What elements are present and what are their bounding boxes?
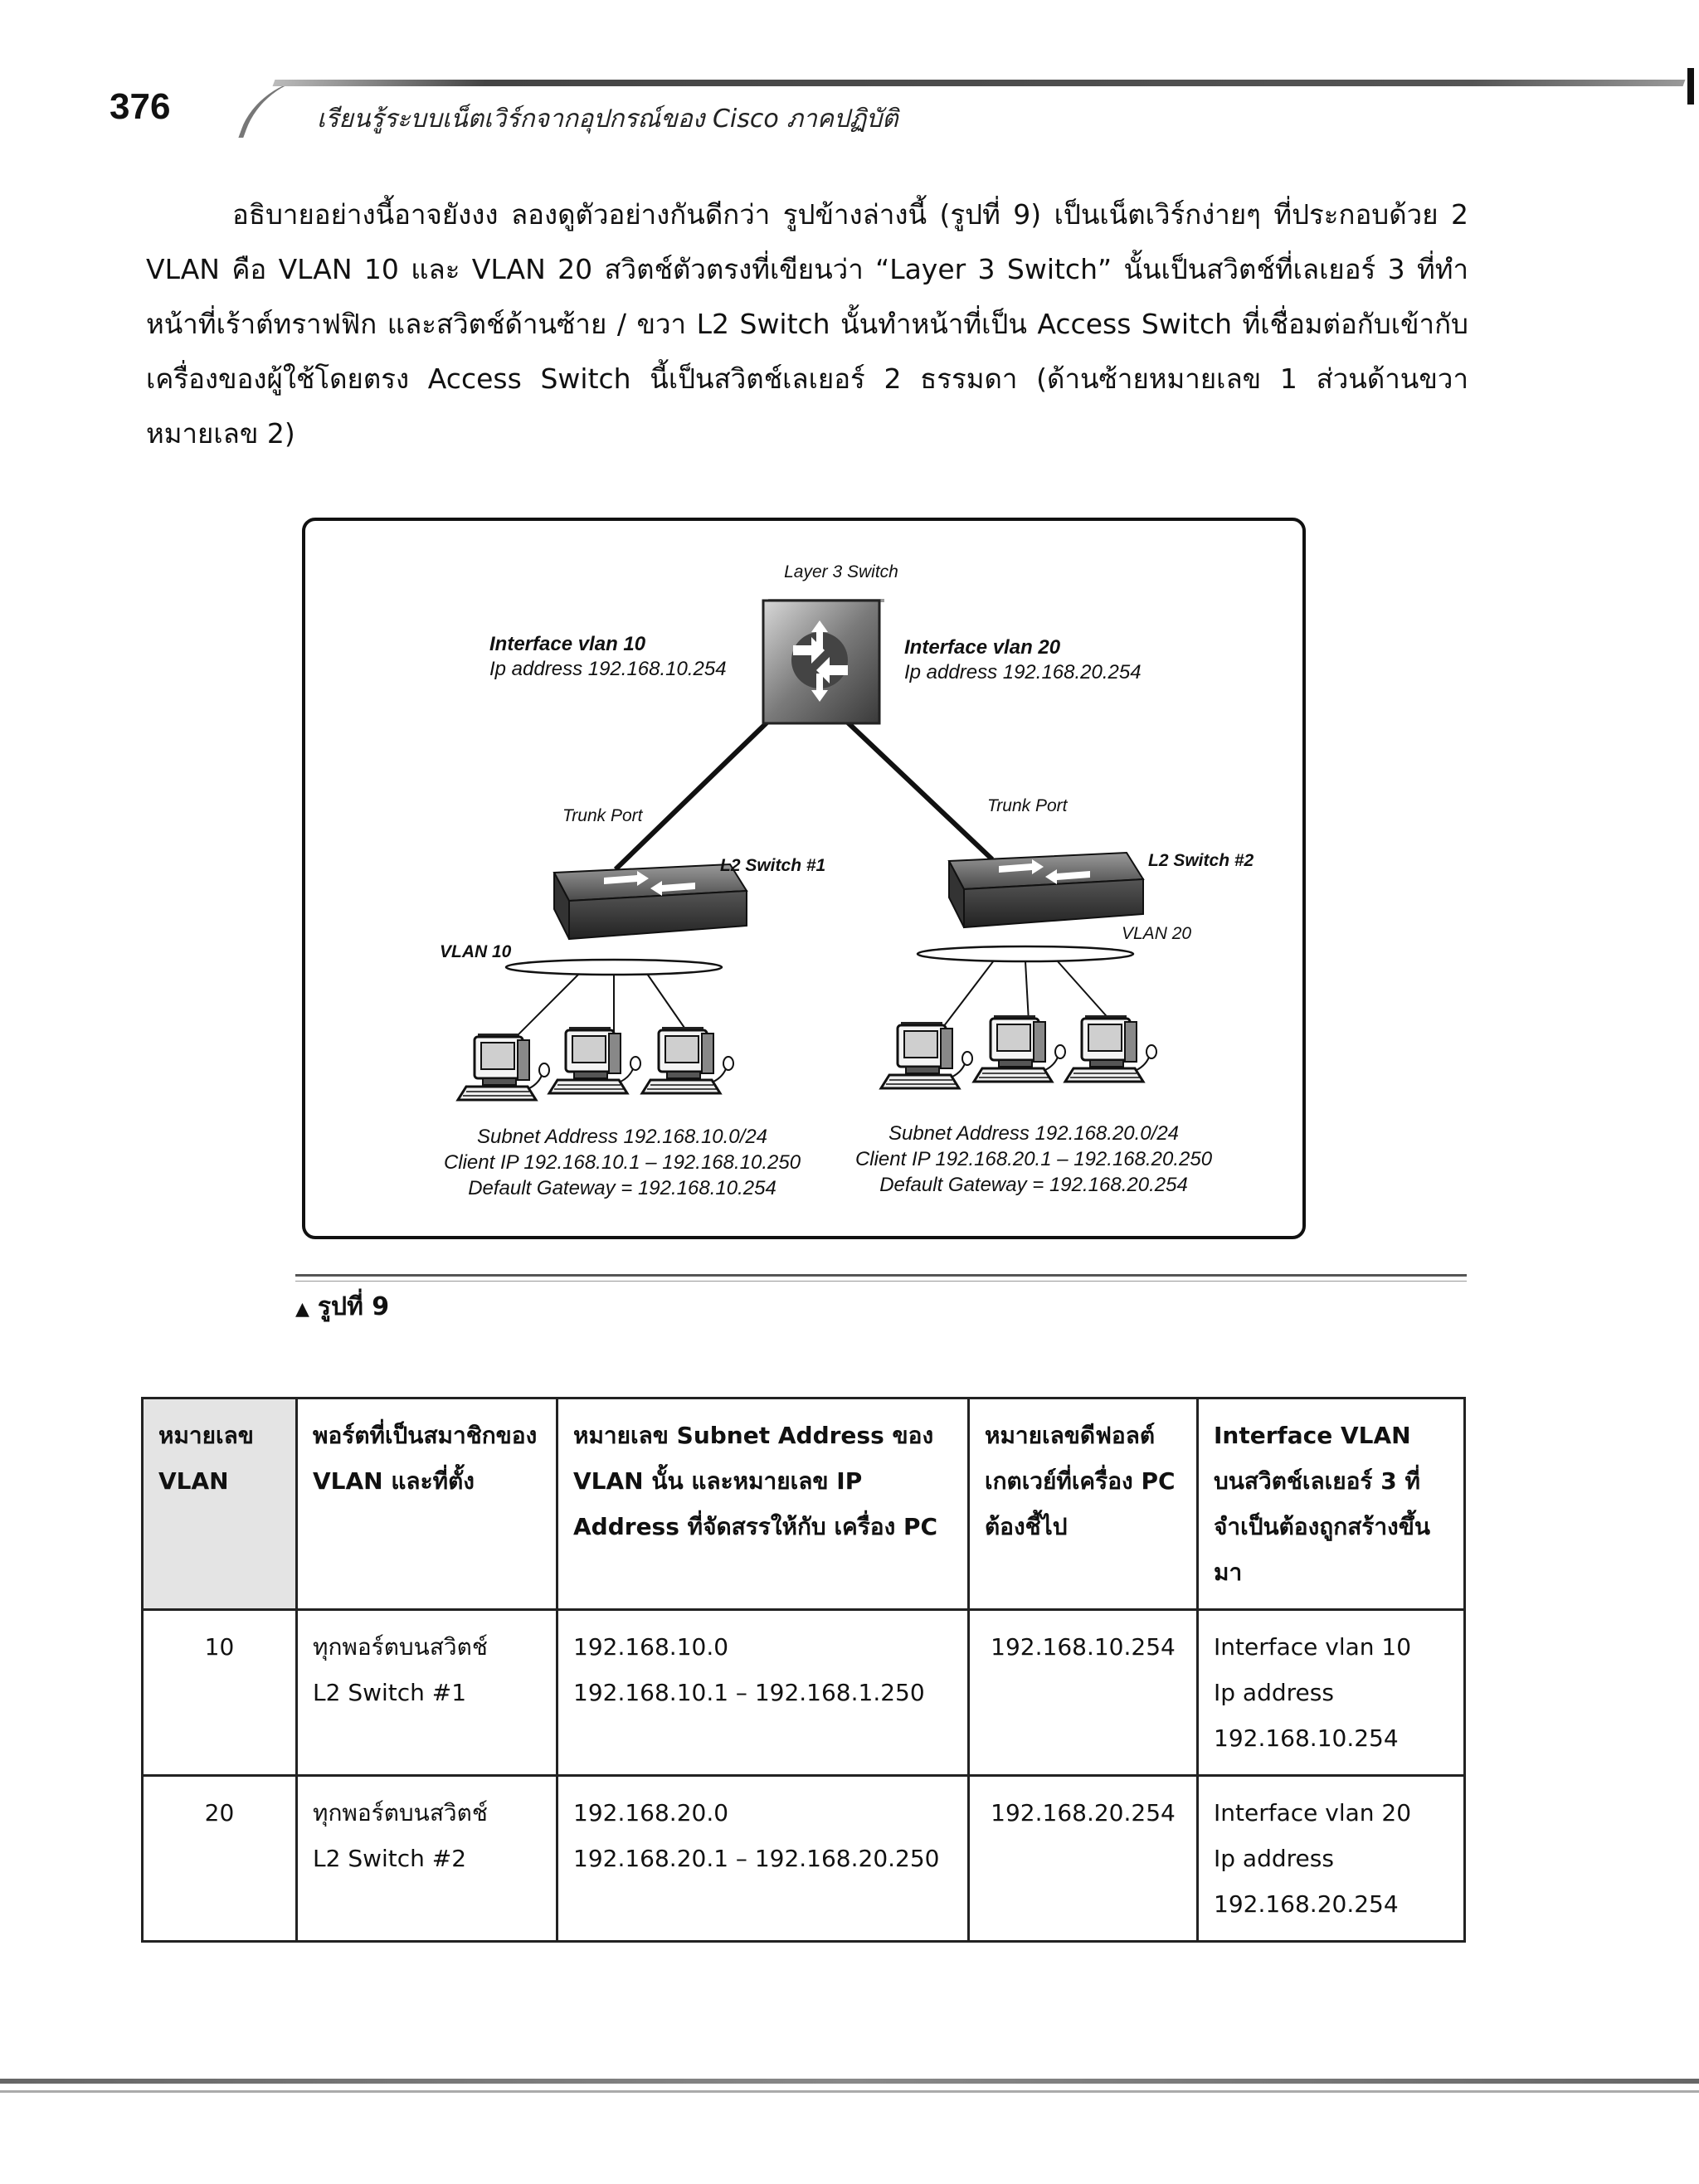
right-trunk-link [832, 708, 995, 862]
cell-line: Ip address [1214, 1845, 1334, 1872]
cell-line: ทุกพอร์ตบนสวิตช์ [313, 1799, 488, 1826]
right-vlan-label: VLAN 20 [1122, 924, 1191, 943]
cell-line: 192.168.10.1 – 192.168.1.250 [573, 1679, 925, 1706]
l2-switch-1-icon [553, 863, 748, 941]
left-default-gateway: Default Gateway = 192.168.10.254 [468, 1177, 776, 1199]
cell-line: Ip address [1214, 1679, 1334, 1706]
left-trunk-link [613, 708, 782, 872]
table-header-row: หมายเลข VLAN พอร์ตที่เป็นสมาชิกของ VLAN … [141, 1397, 1466, 1611]
cell-interface: Interface vlan 10 Ip address 192.168.10.… [1196, 1608, 1466, 1777]
pc-icon [1064, 1014, 1158, 1083]
cell-line: ทุกพอร์ตบนสวิตช์ [313, 1633, 488, 1661]
figure-caption: ▲ รูปที่ 9 [295, 1287, 389, 1326]
figure-caption-text: รูปที่ 9 [317, 1292, 390, 1321]
header-swoosh-decoration [238, 80, 314, 138]
body-paragraph: อธิบายอย่างนี้อาจยังงง ลองดูตัวอย่างกันด… [146, 198, 1468, 450]
cell-subnet: 192.168.10.0 192.168.10.1 – 192.168.1.25… [556, 1608, 970, 1777]
vlan-10-segment [504, 958, 723, 976]
col-header-subnet: หมายเลข Subnet Address ของ VLAN นั้น และ… [556, 1397, 970, 1611]
left-client-ip: Client IP 192.168.10.1 – 192.168.10.250 [444, 1151, 801, 1174]
cell-interface: Interface vlan 20 Ip address 192.168.20.… [1196, 1774, 1466, 1943]
pc-icon [548, 1025, 642, 1095]
page-edge-mark [1687, 68, 1694, 105]
l2-switch-1-label: L2 Switch #1 [720, 856, 825, 875]
right-interface-name: Interface vlan 20 [904, 636, 1061, 659]
pc-icon [972, 1014, 1067, 1083]
right-trunk-label: Trunk Port [987, 796, 1069, 815]
triangle-icon: ▲ [295, 1299, 309, 1320]
left-trunk-label: Trunk Port [562, 806, 644, 825]
vlan-table: หมายเลข VLAN พอร์ตที่เป็นสมาชิกของ VLAN … [141, 1397, 1466, 1943]
table-row: 10 ทุกพอร์ตบนสวิตช์ L2 Switch #1 192.168… [141, 1608, 1466, 1777]
l2-switch-2-icon [947, 851, 1145, 929]
cell-gateway: 192.168.20.254 [967, 1774, 1199, 1943]
cell-gateway: 192.168.10.254 [967, 1608, 1199, 1777]
l2-switch-2-label: L2 Switch #2 [1148, 851, 1254, 870]
network-diagram-figure: Layer 3 Switch Interface vlan 10 Ip addr… [302, 518, 1306, 1239]
caption-rule [295, 1274, 1467, 1277]
table-row: 20 ทุกพอร์ตบนสวิตช์ L2 Switch #2 192.168… [141, 1774, 1466, 1943]
cell-line: Interface vlan 10 [1214, 1633, 1412, 1661]
col-header-vlan: หมายเลข VLAN [141, 1397, 298, 1611]
pc-icon [456, 1032, 551, 1102]
layer3-switch-label: Layer 3 Switch [784, 562, 898, 581]
cell-line: 192.168.10.0 [573, 1633, 729, 1661]
footer-rule [0, 2079, 1699, 2084]
pc-icon [879, 1020, 974, 1090]
left-interface-ip: Ip address 192.168.10.254 [489, 658, 727, 680]
header-rule [272, 80, 1686, 86]
right-subnet-address: Subnet Address 192.168.20.0/24 [888, 1122, 1179, 1145]
cell-ports: ทุกพอร์ตบนสวิตช์ L2 Switch #2 [295, 1774, 558, 1943]
cell-subnet: 192.168.20.0 192.168.20.1 – 192.168.20.2… [556, 1774, 970, 1943]
running-title: เรียนรู้ระบบเน็ตเวิร์กจากอุปกรณ์ของ Cisc… [317, 105, 898, 134]
right-default-gateway: Default Gateway = 192.168.20.254 [879, 1174, 1188, 1196]
caption-rule-thin [295, 1281, 1467, 1282]
cell-ports: ทุกพอร์ตบนสวิตช์ L2 Switch #1 [295, 1608, 558, 1777]
right-interface-ip: Ip address 192.168.20.254 [904, 661, 1142, 683]
cell-line: 192.168.20.0 [573, 1799, 729, 1826]
layer3-switch-icon [762, 599, 884, 725]
cell-vlan: 20 [141, 1774, 298, 1943]
right-client-ip: Client IP 192.168.20.1 – 192.168.20.250 [855, 1148, 1213, 1170]
vlan-20-segment [916, 945, 1135, 963]
col-header-interface-vlan: Interface VLAN บนสวิตช์เลเยอร์ 3 ที่จำเป… [1196, 1397, 1466, 1611]
cell-vlan: 10 [141, 1608, 298, 1777]
cell-line: 192.168.10.254 [1214, 1724, 1399, 1752]
cell-line: Interface vlan 20 [1214, 1799, 1412, 1826]
left-vlan-label: VLAN 10 [440, 942, 512, 961]
left-interface-name: Interface vlan 10 [489, 633, 646, 655]
footer-rule-thin [0, 2090, 1699, 2093]
left-subnet-address: Subnet Address 192.168.10.0/24 [477, 1126, 767, 1148]
col-header-gateway: หมายเลขดีฟอลต์เกตเวย์ที่เครื่อง PC ต้องช… [967, 1397, 1199, 1611]
cell-line: L2 Switch #1 [313, 1679, 467, 1706]
network-diagram: Layer 3 Switch Interface vlan 10 Ip addr… [440, 562, 1254, 1199]
cell-line: 192.168.20.254 [1214, 1890, 1399, 1918]
pc-icon [640, 1025, 735, 1095]
cell-line: L2 Switch #2 [313, 1845, 467, 1872]
col-header-ports: พอร์ตที่เป็นสมาชิกของ VLAN และที่ตั้ง [295, 1397, 558, 1611]
cell-line: 192.168.20.1 – 192.168.20.250 [573, 1845, 940, 1872]
page-number: 376 [110, 86, 171, 127]
